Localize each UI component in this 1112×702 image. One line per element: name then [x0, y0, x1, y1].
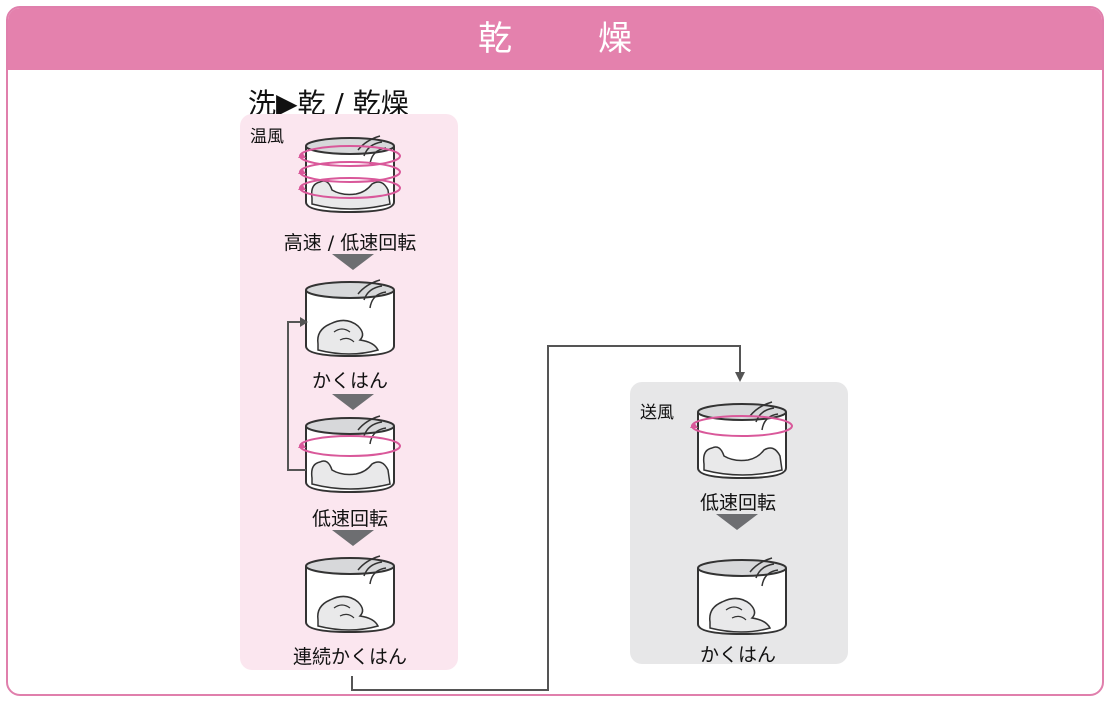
repeat-loop-connector	[287, 321, 306, 471]
step-caption: かくはん	[311, 370, 388, 392]
down-arrow-icon	[332, 394, 374, 410]
step-caption: 連続かくはん	[292, 646, 407, 668]
down-arrow-icon	[332, 254, 374, 270]
down-arrow-icon	[716, 514, 758, 530]
arrowhead-icon	[735, 372, 745, 382]
step-caption: 高速 / 低速回転	[283, 232, 417, 254]
drum-icon	[297, 415, 401, 493]
flow-connector	[351, 345, 741, 691]
drum-icon	[305, 555, 395, 633]
drum-icon	[689, 401, 793, 479]
drum-icon	[305, 279, 395, 357]
warm-air-label: 温風	[250, 127, 284, 147]
down-arrow-icon	[332, 530, 374, 546]
step-caption: 低速回転	[699, 492, 776, 514]
drying-title: 乾 燥	[8, 8, 1102, 70]
step-caption: かくはん	[699, 644, 776, 666]
arrowhead-icon	[300, 317, 308, 327]
drying-panel: 乾 燥	[6, 6, 1104, 696]
step-caption: 低速回転	[311, 508, 388, 530]
drum-icon	[297, 135, 401, 213]
drum-icon	[697, 557, 787, 635]
air-blow-label: 送風	[640, 403, 674, 423]
